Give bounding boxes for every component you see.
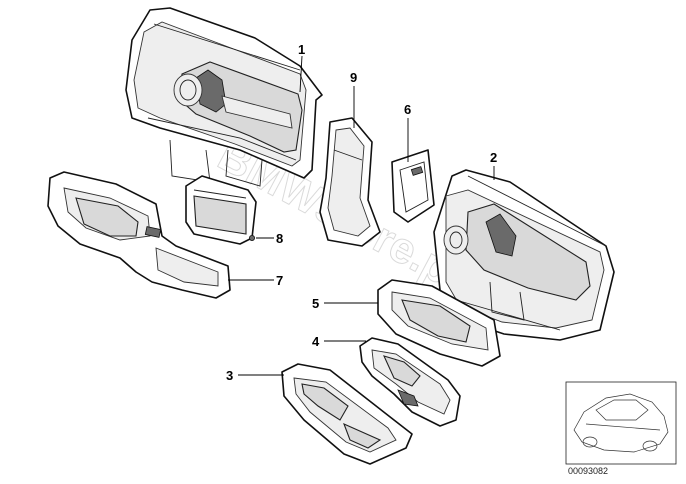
thumbnail-frame <box>565 381 677 465</box>
part-8-switch-bezel[interactable] <box>185 175 257 245</box>
callout-numbers: 1 9 6 2 8 7 5 4 3 <box>226 42 497 383</box>
callout-1: 1 <box>298 42 305 57</box>
callout-9: 9 <box>350 70 357 85</box>
leader-1 <box>299 55 303 93</box>
part-3-lower-trim[interactable] <box>281 363 413 465</box>
part-5-rear-upper-trim[interactable] <box>377 279 501 367</box>
callout-7: 7 <box>276 273 283 288</box>
part-9-pillar-trim[interactable] <box>319 117 381 247</box>
callout-3: 3 <box>226 368 233 383</box>
document-number: 00093082 <box>568 466 608 476</box>
part-6-cover-panel[interactable] <box>391 149 435 223</box>
callout-2: 2 <box>490 150 497 165</box>
leader-lines <box>228 55 495 376</box>
callout-6: 6 <box>404 102 411 117</box>
car-outline-icon <box>573 393 669 453</box>
callout-8: 8 <box>276 231 283 246</box>
part-1-front-door-panel[interactable] <box>125 7 323 187</box>
part-7-inner-trim-front[interactable] <box>47 171 231 299</box>
part-4-rear-inner-trim[interactable] <box>359 337 461 427</box>
part-2-rear-door-panel[interactable] <box>433 169 615 341</box>
callout-5: 5 <box>312 296 319 311</box>
callout-4: 4 <box>312 334 320 349</box>
vehicle-thumbnail: 00093082 <box>565 381 677 476</box>
